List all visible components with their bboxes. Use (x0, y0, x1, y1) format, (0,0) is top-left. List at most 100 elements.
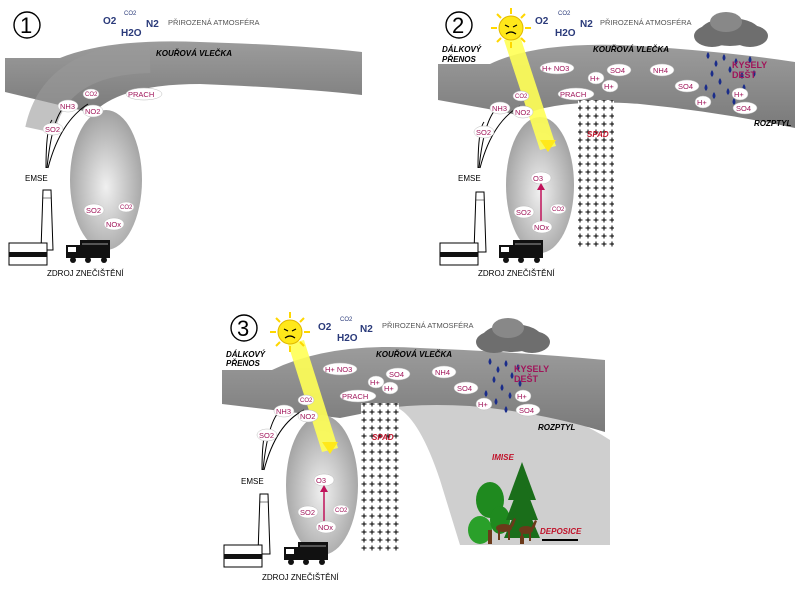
acid-rain-label-2: DEŠT (514, 373, 539, 384)
pollutant-so2: SO2 (45, 125, 60, 134)
atm-label: PŘIROZENÁ ATMOSFÉRA (600, 18, 692, 27)
atm-co2: CO2 (124, 11, 137, 17)
sun-icon (491, 8, 531, 48)
atm-n2: N2 (360, 324, 373, 335)
pollutant-no2: NO2 (515, 108, 530, 117)
pollutant-nh3: NH3 (276, 407, 291, 416)
smog-dome (70, 110, 142, 250)
plume-label: KOUŘOVÁ VLEČKA (376, 350, 452, 359)
sun-icon (270, 312, 310, 352)
pollutant-so2-low: SO2 (86, 206, 101, 215)
pollutant-hno3: H+ NO3 (325, 365, 352, 374)
atm-h2o: H2O (121, 28, 142, 39)
long-range-label: DÁLKOVÝ (442, 45, 482, 54)
panel-2: 2 O2 CO2 H2O N2 PŘIROZENÁ ATMOSFÉRA KOUŘ… (438, 8, 795, 278)
pollutant-nh4: NH4 (435, 368, 450, 377)
pollutant-nox-low: NOx (534, 223, 549, 232)
pollutant-h: H+ (370, 378, 380, 387)
truck-icon (66, 240, 110, 263)
pollutant-h: H+ (590, 74, 600, 83)
panel-number: 2 (452, 13, 464, 38)
pollutant-nox-low: NOx (106, 220, 121, 229)
pollutant-h-3: H+ (697, 98, 707, 107)
atm-label: PŘIROZENÁ ATMOSFÉRA (168, 18, 260, 27)
pollutant-so4c: SO4 (519, 406, 534, 415)
panel-number: 3 (237, 316, 249, 341)
pollutant-nh3: NH3 (60, 102, 75, 111)
pollutant-so4c: SO4 (736, 104, 751, 113)
long-range-label-2: PŘENOS (442, 55, 476, 64)
source-label: ZDROJ ZNEČIŠTĚNÍ (47, 269, 124, 278)
long-range-label: DÁLKOVÝ (226, 350, 266, 359)
factory-icon (440, 243, 478, 265)
emission-label: EMSE (241, 477, 264, 486)
atm-co2: CO2 (558, 11, 571, 17)
pollutant-hno3: H+ NO3 (542, 64, 569, 73)
pollutant-so4: SO4 (610, 66, 625, 75)
atm-o2: O2 (103, 16, 117, 27)
acid-rain-label-2: DEŠT (732, 69, 757, 80)
pollutant-h-2: H+ (384, 384, 394, 393)
pollutant-o3: O3 (533, 174, 543, 183)
pollutant-o3: O3 (316, 476, 326, 485)
fallout-column (578, 100, 614, 248)
acid-rain-label: KYSELY (514, 364, 549, 374)
source-label: ZDROJ ZNEČIŠTĚNÍ (262, 573, 339, 582)
plume-label: KOUŘOVÁ VLEČKA (156, 49, 232, 58)
pollutant-h-2: H+ (604, 82, 614, 91)
pollutant-so4b: SO4 (457, 384, 472, 393)
cloud-icon (476, 318, 550, 353)
pollutant-nh3: NH3 (492, 104, 507, 113)
pollutant-co2-low: CO2 (552, 207, 565, 213)
pollutant-co2: CO2 (300, 398, 313, 404)
pollutant-prach: PRACH (128, 90, 154, 99)
cloud-icon (694, 12, 768, 47)
atm-h2o: H2O (555, 28, 576, 39)
pollutant-co2: CO2 (85, 92, 98, 98)
pollutant-h-4: H+ (517, 392, 527, 401)
pollutant-h-4: H+ (734, 90, 744, 99)
pollutant-no2: NO2 (85, 107, 100, 116)
pollutant-co2-low: CO2 (120, 205, 133, 211)
dispersion-label: ROZPTYL (754, 119, 791, 128)
fallout-label: SPAD (587, 130, 609, 139)
pollutant-nox-low: NOx (318, 523, 333, 532)
atm-o2: O2 (318, 322, 332, 333)
atm-n2: N2 (146, 19, 159, 30)
factory-icon (224, 545, 262, 567)
panel-3: 3 O2 CO2 H2O N2 PŘIROZENÁ ATMOSFÉRA KOUŘ… (222, 312, 610, 582)
pollutant-prach: PRACH (560, 90, 586, 99)
fallout-column (361, 403, 399, 551)
pollutant-no2: NO2 (300, 412, 315, 421)
pollutant-co2: CO2 (515, 94, 528, 100)
immission-label: IMISE (492, 453, 514, 462)
pollutant-prach: PRACH (342, 392, 368, 401)
truck-icon (499, 240, 543, 263)
pollutant-co2-low: CO2 (335, 508, 348, 514)
emission-label: EMSE (25, 174, 48, 183)
plume-label: KOUŘOVÁ VLEČKA (593, 45, 669, 54)
panel-number: 1 (20, 13, 32, 38)
pollutant-so2: SO2 (259, 431, 274, 440)
pollutant-so4b: SO4 (678, 82, 693, 91)
factory-icon (9, 243, 47, 265)
long-range-label-2: PŘENOS (226, 359, 260, 368)
pollutant-so4: SO4 (389, 370, 404, 379)
fallout-label: SPAD (372, 433, 394, 442)
dispersion-label: ROZPTYL (538, 423, 575, 432)
atm-h2o: H2O (337, 333, 358, 344)
acid-rain-label: KYSELY (732, 60, 767, 70)
emission-label: EMSE (458, 174, 481, 183)
pollutant-h-3: H+ (478, 400, 488, 409)
pollutant-so2-low: SO2 (300, 508, 315, 517)
pollutant-so2: SO2 (476, 128, 491, 137)
deposition-label: DEPOSICE (540, 527, 582, 536)
atm-n2: N2 (580, 19, 593, 30)
atm-label: PŘIROZENÁ ATMOSFÉRA (382, 321, 474, 330)
pollutant-so2-low: SO2 (516, 208, 531, 217)
atm-co2: CO2 (340, 317, 353, 323)
source-label: ZDROJ ZNEČIŠTĚNÍ (478, 269, 555, 278)
truck-icon (284, 542, 328, 565)
atm-o2: O2 (535, 16, 549, 27)
chimney-icon (41, 190, 53, 250)
